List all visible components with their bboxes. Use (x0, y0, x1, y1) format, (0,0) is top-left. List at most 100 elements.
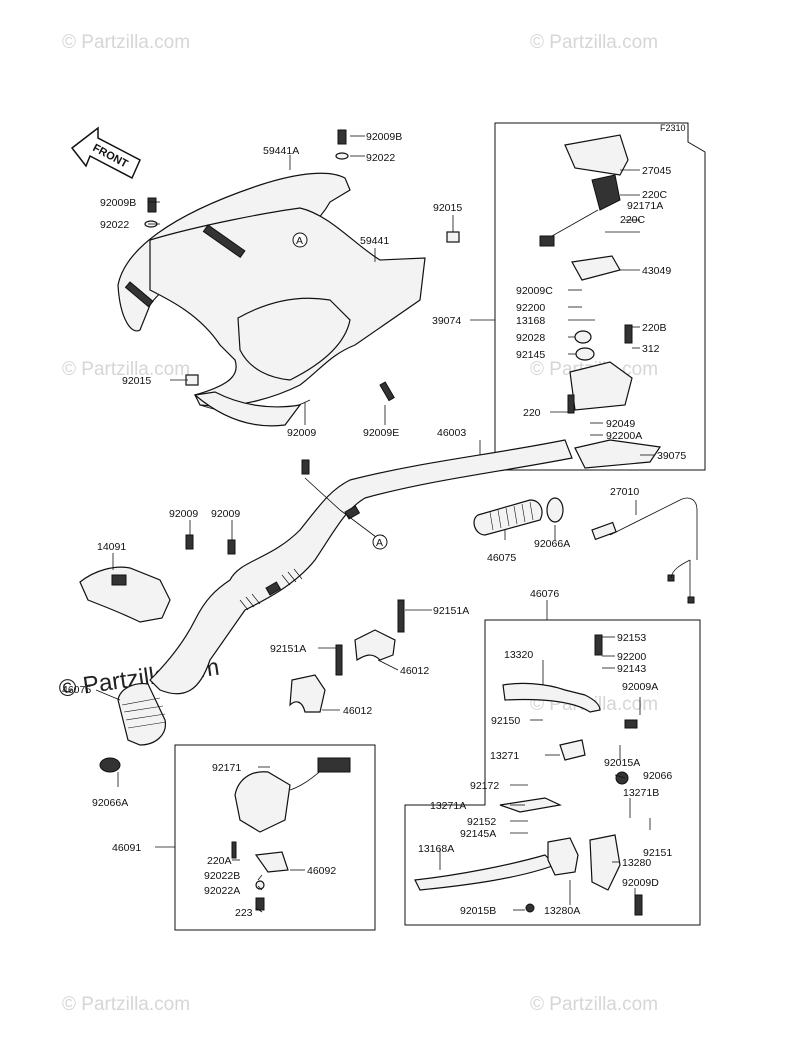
part-label: 14091 (97, 541, 126, 553)
part-label: 39074 (432, 315, 461, 327)
clamp-46012-right (354, 629, 396, 662)
part-label: 92171 (212, 762, 241, 774)
part-label: 220B (642, 322, 667, 334)
part-label: 46091 (112, 842, 141, 854)
part-label: 92009A (622, 681, 658, 693)
switch-housing (231, 757, 351, 911)
part-label: 92200 (516, 302, 545, 314)
part-label: 13320 (504, 649, 533, 661)
part-label: 223 (235, 907, 253, 919)
part-label: 92022 (366, 152, 395, 164)
part-label: 13271 (490, 750, 519, 762)
part-label: 220C (642, 189, 668, 201)
part-label: 46075 (62, 684, 91, 696)
part-label: 13271B (623, 787, 659, 799)
part-label: 92150 (491, 715, 520, 727)
watermark: © Partzilla.com (530, 32, 658, 53)
part-label: 92143 (617, 663, 646, 675)
leader-lines (95, 135, 655, 913)
part-label: 43049 (642, 265, 671, 277)
throttle-case (539, 134, 662, 469)
part-label: 92022 (100, 219, 129, 231)
part-label: 46003 (437, 427, 466, 439)
part-label: 92015B (460, 905, 496, 917)
part-label: 220A (207, 855, 232, 867)
part-label: 92151A (270, 643, 306, 655)
watermark: © Partzilla.com (530, 994, 658, 1015)
handlebar (149, 439, 573, 695)
part-label: 92028 (516, 332, 545, 344)
front-arrow-icon: FRONT (70, 126, 141, 180)
part-label: 13271A (430, 800, 466, 812)
part-label: 92022A (204, 885, 240, 897)
part-label: 46012 (400, 665, 429, 677)
part-label: 13280 (622, 857, 651, 869)
part-label: 92066 (643, 770, 672, 782)
part-label: 92009D (622, 877, 659, 889)
watermark: © Partzilla.com (62, 359, 190, 380)
part-label: 92009 (211, 508, 240, 520)
part-label: 92172 (470, 780, 499, 792)
part-label: 46012 (343, 705, 372, 717)
part-label: 92200 (617, 651, 646, 663)
part-label: 13168 (516, 315, 545, 327)
bolt-92151A-left (335, 644, 343, 676)
watermark: © Partzilla.com (62, 32, 190, 53)
part-label: 92049 (606, 418, 635, 430)
part-label: 92066A (534, 538, 570, 550)
callout-label: A (296, 235, 303, 247)
part-label: 92145 (516, 349, 545, 361)
part-label: 13280A (544, 905, 580, 917)
hardware (144, 129, 460, 555)
callout-circle (372, 534, 388, 550)
brake-lever-assembly (414, 634, 643, 916)
right-grip (473, 497, 564, 536)
part-label: 39075 (657, 450, 686, 462)
part-label: 220 (523, 407, 541, 419)
part-label: 92153 (617, 632, 646, 644)
part-label: 92015A (604, 757, 640, 769)
part-label: 46075 (487, 552, 516, 564)
part-label: 92022B (204, 870, 240, 882)
part-label: 92009B (366, 131, 402, 143)
part-label: 59441 (360, 235, 389, 247)
handlebar-cover (117, 172, 426, 427)
callout-label: A (376, 537, 383, 549)
part-label: 13168A (418, 843, 454, 855)
clamp-46012-left (289, 674, 326, 713)
part-label: 92009 (287, 427, 316, 439)
left-grip (99, 683, 167, 773)
part-label: 92015 (433, 202, 462, 214)
part-label: 92009 (169, 508, 198, 520)
part-label: 92009E (363, 427, 399, 439)
brake-lever-box (404, 619, 701, 926)
part-labels: 92009B 92022 59441A 92009B 92022 92015 5… (62, 131, 686, 919)
part-label: 92171A (627, 200, 663, 212)
part-label: 92009C (516, 285, 553, 297)
watermark: © Partzilla.com (62, 994, 190, 1015)
part-label: 220C (620, 214, 646, 226)
switch-box (174, 744, 376, 931)
part-label: 312 (642, 343, 660, 355)
part-label: 92151 (643, 847, 672, 859)
part-label: 92200A (606, 430, 642, 442)
cover-14091 (79, 566, 171, 623)
throttle-cable (591, 497, 698, 604)
part-label: 92009B (100, 197, 136, 209)
cover-14091-pad (111, 574, 127, 586)
part-label: 92152 (467, 816, 496, 828)
bolt-92151A-right (397, 599, 405, 633)
part-label: 46076 (530, 588, 559, 600)
callout-circle (292, 232, 308, 248)
part-label: 92145A (460, 828, 496, 840)
figure-code: F2310 (660, 123, 686, 133)
part-label: 46092 (307, 865, 336, 877)
part-label: 92066A (92, 797, 128, 809)
part-label: 59441A (263, 145, 299, 157)
part-label: 92015 (122, 375, 151, 387)
part-label: 27045 (642, 165, 671, 177)
part-label: 27010 (610, 486, 639, 498)
part-label: 92151A (433, 605, 469, 617)
